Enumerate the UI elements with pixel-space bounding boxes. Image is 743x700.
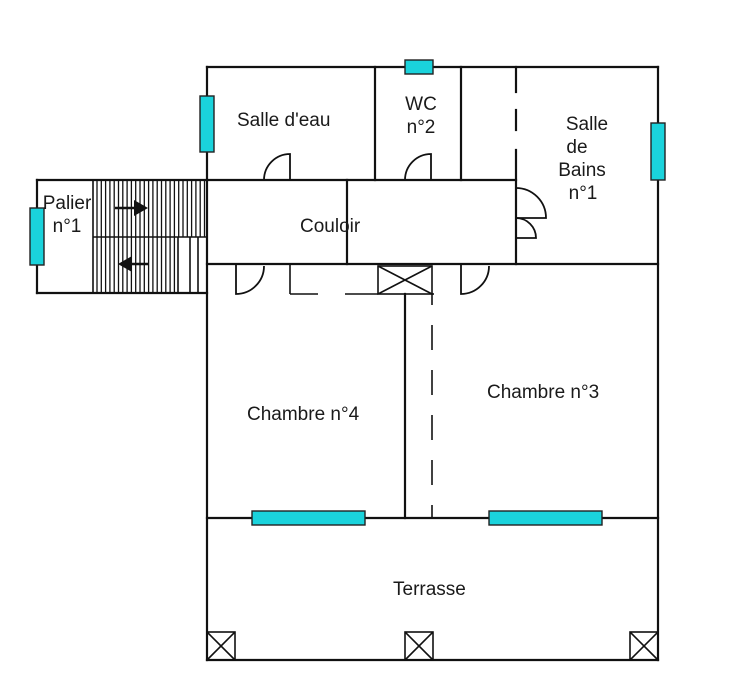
label-sdb-line1: Salle [565,114,609,135]
arrow-icon [118,256,148,272]
label-palier: Palier n°1 [34,192,100,238]
doors [235,153,547,295]
window-icon [29,207,45,266]
label-chambre-4: Chambre n°4 [247,404,360,425]
arrow-icon [115,200,148,216]
pillar-cross-icon [206,631,236,661]
label-couloir: Couloir [300,216,361,237]
columns [206,265,659,661]
window-icon [251,510,366,526]
staircase [35,178,209,295]
label-chambre-3: Chambre n°3 [487,382,600,403]
window-icon [199,95,215,153]
label-terrasse: Terrasse [393,579,466,600]
door-swing-icon [235,264,265,295]
pillar-cross-icon [404,631,434,661]
door-swing-icon [515,187,547,219]
door-swing-icon [404,153,432,181]
label-palier-line1: Palier [42,193,92,214]
label-sdb-line4: n°1 [568,183,598,204]
pillar-cross-icon [377,265,433,295]
label-wc-line2: n°2 [406,117,436,138]
windows [29,59,666,526]
pillar-cross-icon [629,631,659,661]
door-swing-icon [460,264,490,295]
label-wc-line1: WC [405,94,437,115]
window-icon [404,59,434,75]
label-sdb-line2: de [566,137,588,158]
interior-walls [205,65,660,520]
stair-treads-top [96,180,206,237]
label-palier-line2: n°1 [52,216,82,237]
label-salle-de-bains: Salle de Bains n°1 [549,113,625,205]
door-swing-icon [263,153,291,181]
stair-treads-bottom [96,237,176,293]
window-icon [488,510,603,526]
label-salle-eau: Salle d'eau [237,110,331,131]
label-sdb-line3: Bains [558,160,606,181]
label-wc: WC n°2 [395,93,447,139]
window-icon [650,122,666,181]
door-swing-icon [515,217,537,239]
